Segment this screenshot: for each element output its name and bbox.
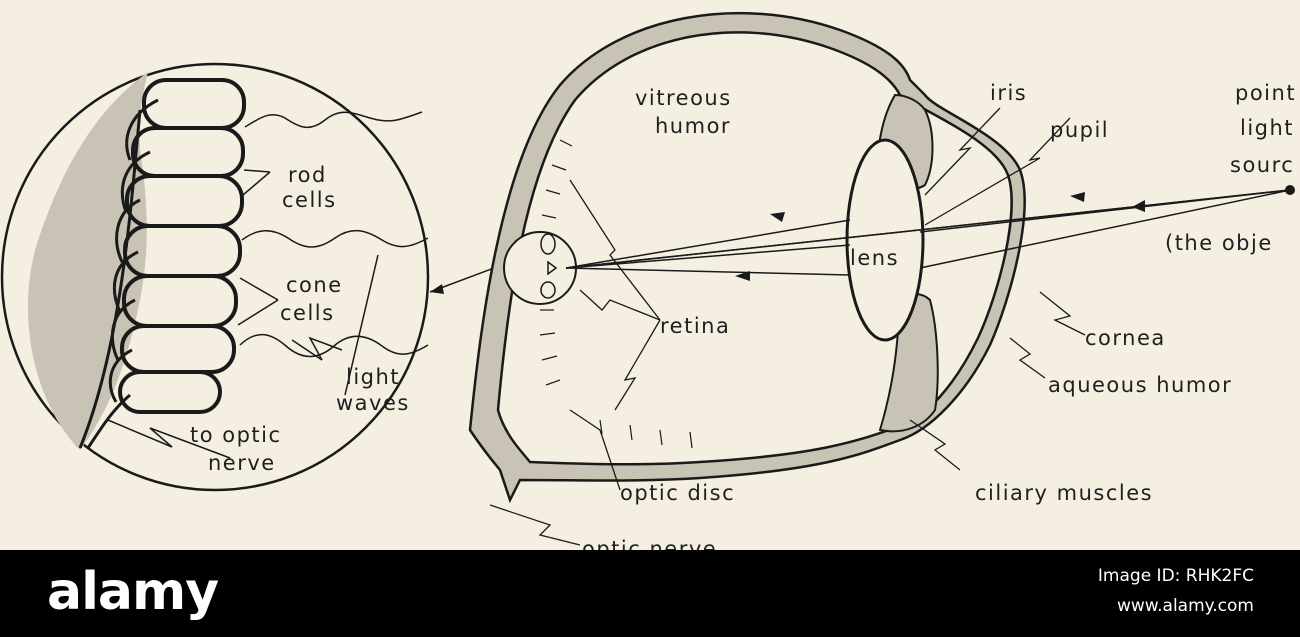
site-url-text[interactable]: www.alamy.com [1117,596,1254,616]
point-light-source-label-3: sourc [1230,153,1294,177]
to-optic-nerve-label: to optic [190,423,282,447]
cornea-label: cornea [1085,326,1166,350]
retina-zoom-circle [504,232,576,304]
optic-nerve-label: optic nerve [582,537,717,550]
rod-cells-label-2: cells [282,188,337,212]
point-light-source-label-2: light [1240,116,1294,140]
light-waves-label-2: waves [336,391,410,415]
light-waves-label: light [346,365,400,389]
retina-magnified-view: rod cells cone cells light waves to opti… [2,64,428,490]
magnify-arrowhead [430,284,444,294]
vitreous-humor-label-2: humor [655,114,731,138]
retina-label: retina [660,314,730,338]
watermark-footer: alamy Image ID: RHK2FC www.alamy.com [0,550,1300,637]
lens [847,140,923,340]
vitreous-humor-label: vitreous [635,86,732,110]
aqueous-humor-label: aqueous humor [1048,373,1232,397]
ciliary-muscles-label: ciliary muscles [975,481,1153,505]
to-optic-nerve-label-2: nerve [208,451,276,475]
ray-arrowheads [735,192,1145,281]
cone-cells-label-2: cells [280,301,335,325]
point-light-source-dot [1285,185,1295,195]
point-light-source-label: point [1235,81,1296,105]
eye-diagram: rod cells cone cells light waves to opti… [0,0,1300,550]
image-id-text: Image ID: RHK2FC [1098,566,1254,586]
the-object-label: (the obje [1165,231,1273,255]
rod-cells-label: rod [288,163,327,187]
cone-cells-label: cone [286,273,343,297]
eyeball-cross-section: vitreous humor iris pupil point light so… [470,13,1296,550]
alamy-logo[interactable]: alamy [47,562,218,622]
iris-label: iris [990,81,1027,105]
lens-label: lens [850,246,899,270]
optic-disc-label: optic disc [620,481,735,505]
pupil-label: pupil [1050,118,1109,142]
